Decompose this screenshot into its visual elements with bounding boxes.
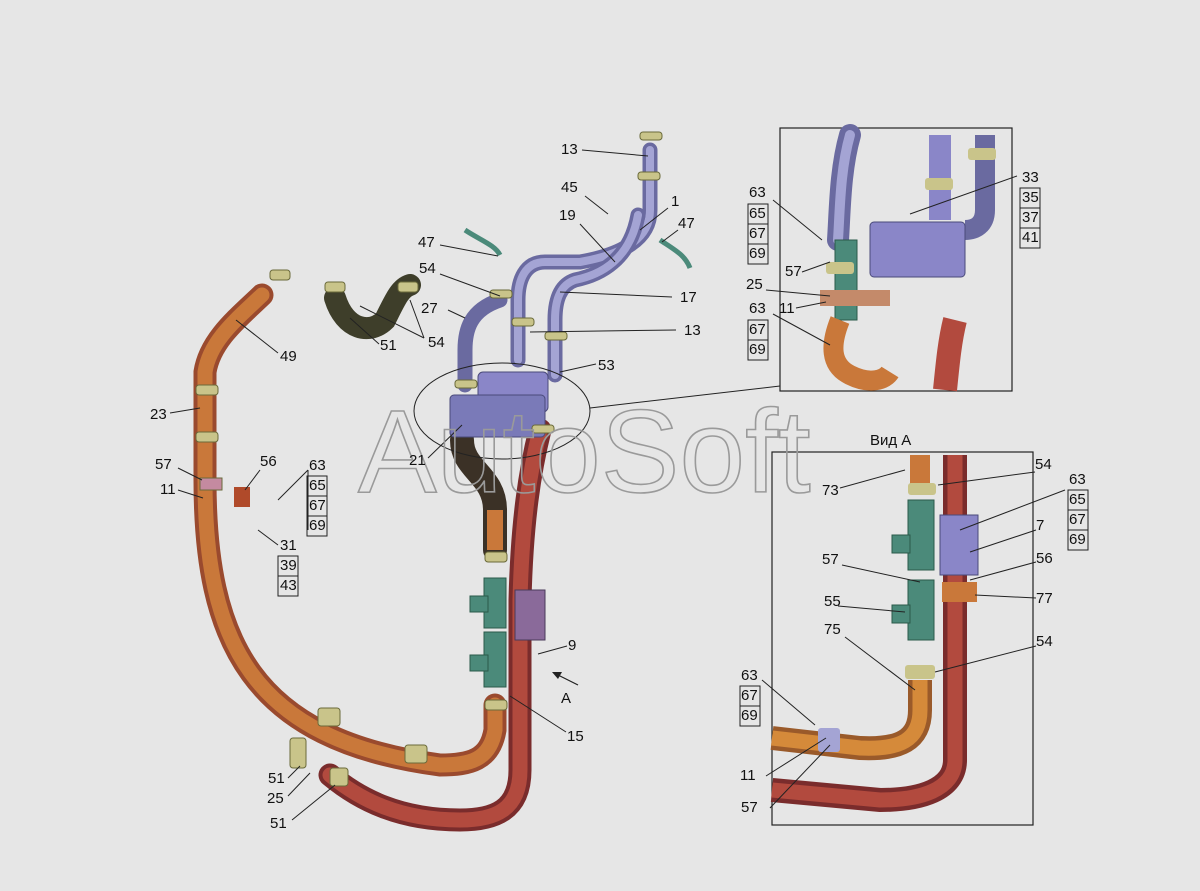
label-13-top: 13	[561, 141, 578, 158]
viewa-label-77: 77	[1036, 590, 1053, 607]
callout-line	[589, 385, 781, 409]
watermark: AutoSoft	[358, 386, 811, 518]
inset1-label-69b: 69	[749, 341, 766, 358]
label-11: 11	[160, 481, 176, 498]
inset1-label-63b: 63	[749, 300, 766, 317]
label-19: 19	[559, 207, 576, 224]
viewa-label-54-top: 54	[1035, 456, 1052, 473]
part-labels: 13 45 1 19 47 47 54 17 27 13 51 54 49 53…	[150, 141, 1086, 832]
hose-49-outer	[193, 283, 507, 777]
label-9: 9	[568, 637, 576, 654]
viewa-label-69b: 69	[741, 707, 758, 724]
pipe-17-hi	[551, 211, 642, 379]
hose-49-inner	[197, 287, 503, 773]
bracket-9	[514, 589, 546, 641]
label-arrow-a: A	[561, 690, 571, 707]
label-54-upper: 54	[419, 260, 436, 277]
inset1-label-63: 63	[749, 184, 766, 201]
label-25: 25	[267, 790, 284, 807]
inset1-label-35: 35	[1022, 189, 1039, 206]
label-51-bottom: 51	[270, 815, 287, 832]
inset-1-leaders	[765, 175, 1018, 346]
label-17: 17	[680, 289, 697, 306]
label-31: 31	[280, 537, 297, 554]
label-27: 27	[421, 300, 438, 317]
hose-15-inner	[322, 422, 548, 828]
main-assembly	[193, 131, 781, 832]
inset1-label-69: 69	[749, 245, 766, 262]
viewa-label-75: 75	[824, 621, 841, 638]
tee-lower-side	[469, 654, 489, 672]
view-a-group-boxes	[739, 489, 1089, 727]
label-49: 49	[280, 348, 297, 365]
view-a-title: Вид А	[870, 432, 911, 449]
inset-detail-1	[779, 124, 1013, 392]
inset1-label-67b: 67	[749, 321, 766, 338]
pipe-19-hi	[514, 146, 654, 364]
arrow-a	[552, 672, 579, 686]
viewa-label-7: 7	[1036, 517, 1044, 534]
label-15: 15	[567, 728, 584, 745]
viewa-label-63b: 63	[741, 667, 758, 684]
label-45: 45	[561, 179, 578, 196]
label-21: 21	[409, 452, 426, 469]
valve-21-body	[449, 394, 546, 438]
viewa-label-73: 73	[822, 482, 839, 499]
inset-1-group-boxes	[747, 187, 1041, 361]
clamp-47-left	[463, 227, 503, 257]
inset1-label-11: 11	[779, 300, 795, 317]
inset1-label-41: 41	[1022, 229, 1039, 246]
viewa-label-54-bottom: 54	[1036, 633, 1053, 650]
callout-ellipse	[413, 362, 591, 460]
label-1: 1	[671, 193, 679, 210]
viewa-label-55: 55	[824, 593, 841, 610]
view-a-leaders	[761, 469, 1066, 809]
pipe-19	[510, 142, 658, 368]
viewa-label-57: 57	[822, 551, 839, 568]
viewa-label-69: 69	[1069, 531, 1086, 548]
viewa-label-65: 65	[1069, 491, 1086, 508]
label-39: 39	[280, 557, 297, 574]
inset1-label-65: 65	[749, 205, 766, 222]
label-51-upper: 51	[380, 337, 397, 354]
label-57: 57	[155, 456, 172, 473]
inset1-label-25: 25	[746, 276, 763, 293]
viewa-label-56: 56	[1036, 550, 1053, 567]
label-51-mid: 51	[268, 770, 285, 787]
tee-upper-side	[469, 595, 489, 613]
clamp-47-right	[658, 237, 693, 270]
inset1-label-33: 33	[1022, 169, 1039, 186]
inset1-label-57: 57	[785, 263, 802, 280]
label-54-lower: 54	[428, 334, 445, 351]
label-53: 53	[598, 357, 615, 374]
bracket-56	[234, 487, 250, 507]
label-47-left: 47	[418, 234, 435, 251]
label-23: 23	[150, 406, 167, 423]
viewa-label-11: 11	[740, 767, 756, 784]
label-67: 67	[309, 497, 326, 514]
label-43: 43	[280, 577, 297, 594]
viewa-label-67: 67	[1069, 511, 1086, 528]
label-65: 65	[309, 477, 326, 494]
label-13-mid: 13	[684, 322, 701, 339]
viewa-label-63: 63	[1069, 471, 1086, 488]
label-63: 63	[309, 457, 326, 474]
viewa-label-57b: 57	[741, 799, 758, 816]
main-group-boxes	[277, 475, 328, 597]
leader-lines	[169, 149, 679, 821]
hose-21	[450, 428, 507, 562]
pipe-27	[457, 292, 508, 393]
label-69: 69	[309, 517, 326, 534]
inset1-label-67: 67	[749, 225, 766, 242]
label-56: 56	[260, 453, 277, 470]
inset1-label-37: 37	[1022, 209, 1039, 226]
inset-view-a	[770, 451, 1034, 826]
viewa-label-67b: 67	[741, 687, 758, 704]
label-47-right: 47	[678, 215, 695, 232]
